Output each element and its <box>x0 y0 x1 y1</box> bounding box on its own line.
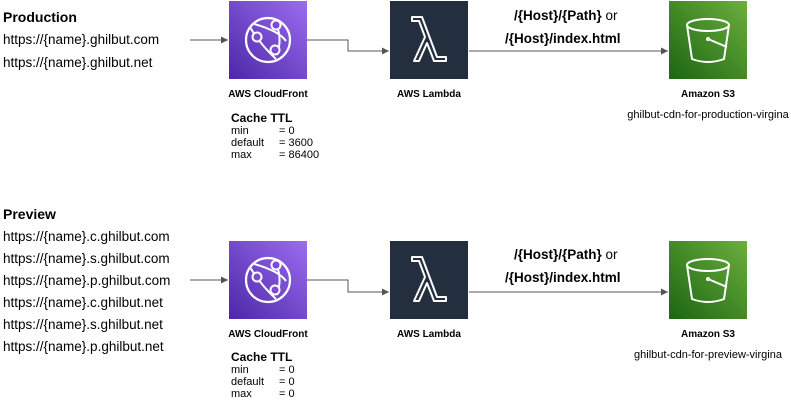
cache-ttl-value: = 0 <box>279 376 295 388</box>
path-line-preview: /{Host}/index.html <box>505 270 621 285</box>
path-text: /{Host}/index.html <box>505 270 621 285</box>
arrow-cloudfront-to-lambda-production <box>307 39 389 55</box>
s3-label: Amazon S3 <box>681 329 735 340</box>
cache-ttl-key: max <box>231 388 252 400</box>
path-line-production: /{Host}/index.html <box>505 31 621 46</box>
lambda-icon <box>411 16 447 62</box>
cache-ttl-key: default <box>231 376 265 388</box>
cache-ttl-key: default <box>231 137 265 149</box>
bucket-name: ghilbut-cdn-for-preview-virgina <box>634 349 782 361</box>
s3-node-preview <box>669 241 747 319</box>
cache-ttl-value: = 0 <box>279 388 295 400</box>
cache-ttl-row: min = 0 <box>231 125 319 137</box>
cache-ttl-value: = 0 <box>279 125 295 137</box>
preview-url: https://{name}.c.ghilbut.com <box>3 229 170 244</box>
cache-ttl-row: min = 0 <box>231 364 295 376</box>
cloudfront-node-production <box>229 1 307 79</box>
path-text: /{Host}/{Path} <box>514 8 602 23</box>
cloudfront-label: AWS CloudFront <box>228 329 308 340</box>
preview-url: https://{name}.s.ghilbut.net <box>3 317 163 332</box>
cloudfront-icon <box>244 16 292 64</box>
arrow-cloudfront-to-lambda-preview <box>307 279 389 296</box>
production-url: https://{name}.ghilbut.com <box>3 32 160 47</box>
production-heading: Production <box>3 9 77 25</box>
lambda-label: AWS Lambda <box>397 329 461 340</box>
preview-url: https://{name}.s.ghilbut.com <box>3 251 170 266</box>
lambda-label: AWS Lambda <box>397 89 461 100</box>
cloudfront-icon <box>244 256 292 304</box>
cache-ttl-row: default = 3600 <box>231 137 319 149</box>
cloudfront-label: AWS CloudFront <box>228 89 308 100</box>
cache-ttl-title: Cache TTL <box>231 350 293 364</box>
s3-bucket-icon <box>669 1 747 79</box>
s3-node-production <box>669 1 747 79</box>
s3-label: Amazon S3 <box>681 89 735 100</box>
path-or-text: or <box>601 247 618 262</box>
cache-ttl-value: = 0 <box>279 364 295 376</box>
cache-ttl-title: Cache TTL <box>231 111 293 125</box>
production-url: https://{name}.ghilbut.net <box>3 55 153 70</box>
lambda-node-preview <box>390 241 468 319</box>
cache-ttl-production: Cache TTL min = 0 default = 3600 max = 8640… <box>231 111 319 161</box>
preview-url: https://{name}.p.ghilbut.com <box>3 273 171 288</box>
path-text: /{Host}/{Path} <box>514 247 602 262</box>
cache-ttl-value: = 86400 <box>279 149 320 161</box>
cache-ttl-key: min <box>231 364 249 376</box>
cache-ttl-preview: Cache TTL min = 0 default = 0 max = 0 <box>231 350 295 400</box>
cache-ttl-row: max = 0 <box>231 388 295 400</box>
cache-ttl-key: min <box>231 125 249 137</box>
cloudfront-node-preview <box>229 241 307 319</box>
path-or-text: or <box>601 8 618 23</box>
preview-url: https://{name}.p.ghilbut.net <box>3 339 164 354</box>
path-line-preview: /{Host}/{Path} or <box>514 247 618 262</box>
cache-ttl-row: max = 86400 <box>231 149 319 161</box>
path-line-production: /{Host}/{Path} or <box>514 8 618 23</box>
lambda-node-production <box>390 1 468 79</box>
preview-heading: Preview <box>3 206 56 222</box>
cache-ttl-value: = 3600 <box>279 137 313 149</box>
s3-bucket-icon <box>669 241 747 319</box>
lambda-icon <box>411 256 447 302</box>
cache-ttl-key: max <box>231 149 252 161</box>
preview-url: https://{name}.c.ghilbut.net <box>3 295 163 310</box>
path-text: /{Host}/index.html <box>505 31 621 46</box>
cache-ttl-row: default = 0 <box>231 376 295 388</box>
bucket-name: ghilbut-cdn-for-production-virgina <box>627 109 789 121</box>
